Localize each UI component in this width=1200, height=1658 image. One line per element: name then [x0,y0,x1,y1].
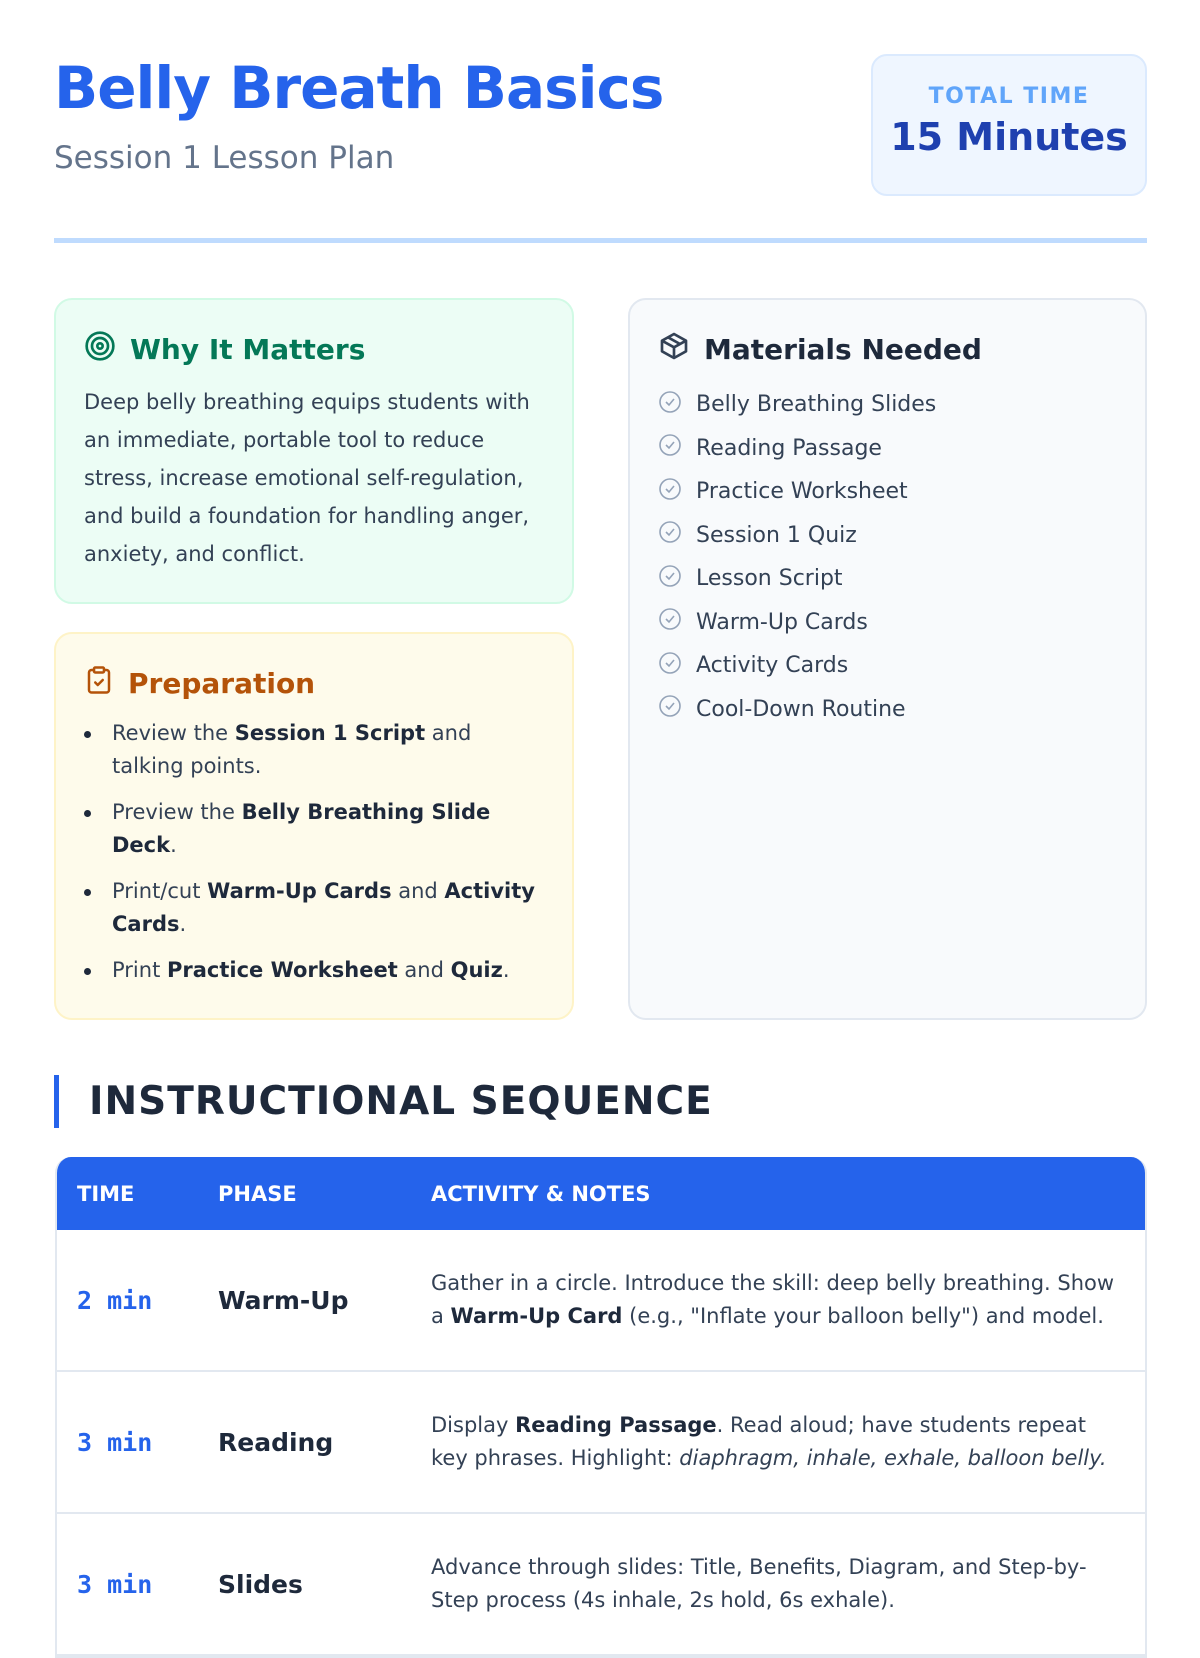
row-phase: Slides [218,1569,303,1599]
material-item: Lesson Script [658,557,1117,601]
clipboard-check-icon [84,664,114,703]
prep-item: Print Practice Worksheet and Quiz. [84,954,544,987]
bold-text: Practice Worksheet [166,958,398,982]
material-label: Activity Cards [696,653,849,679]
text-run: . [179,912,187,936]
page-header: Belly Breath Basics Session 1 Lesson Pla… [54,50,664,176]
why-body: Deep belly breathing equips students wit… [84,390,530,566]
material-label: Cool-Down Routine [696,696,906,722]
page-subtitle: Session 1 Lesson Plan [54,140,395,176]
package-icon [658,330,690,369]
table-row: 3 min Reading Display Reading Passage. Rea… [57,1372,1145,1514]
material-label: Warm-Up Cards [696,609,868,635]
material-label: Session 1 Quiz [696,522,857,548]
prep-item: Preview the Belly Breathing Slide Deck. [84,796,544,862]
materials-title: Materials Needed [704,333,982,366]
total-time-value: 15 Minutes [890,115,1128,159]
check-circle-icon [658,520,682,550]
text-run: Gather in a circle. Introduce the skill:… [431,1271,1115,1328]
header-phase: PHASE [218,1181,297,1206]
check-circle-icon [658,651,682,681]
text-run: Preview the [112,800,242,824]
text-run: Print [112,958,167,982]
material-label: Practice Worksheet [696,479,908,505]
row-time: 2 min [77,1285,153,1315]
table-row: 3 min Slides Advance through slides: Title… [57,1514,1145,1656]
text-run: Print/cut [112,879,208,903]
bold-text: Warm-Up Card [450,1304,623,1328]
italic-text: diaphragm, inhale, exhale, balloon belly… [679,1446,1107,1470]
row-notes: Display Reading Passage. Read aloud; hav… [431,1409,1145,1475]
material-item: Belly Breathing Slides [658,383,1117,427]
text-run: and [397,958,451,982]
material-item: Practice Worksheet [658,470,1117,514]
bold-text: Belly Breathing Slide Deck [112,800,491,857]
text-run: and talking points. [112,721,472,778]
material-label: Belly Breathing Slides [696,392,937,418]
material-label: Lesson Script [696,566,843,592]
bold-text: Reading Passage [515,1413,717,1437]
material-item: Session 1 Quiz [658,514,1117,558]
text-run: Display [431,1413,516,1437]
text-run: (e.g., "Inflate your balloon belly") and… [622,1304,1104,1328]
total-time-badge: TOTAL TIME 15 Minutes [871,54,1147,196]
preparation-card: Preparation Review the Session 1 Script … [54,632,574,1020]
check-circle-icon [658,433,682,463]
header-activity: ACTIVITY & NOTES [431,1181,651,1206]
row-time: 3 min [77,1569,153,1599]
bold-text: Warm-Up Cards [207,879,392,903]
target-icon [84,330,116,369]
row-phase: Reading [218,1427,334,1457]
prep-item: Print/cut Warm-Up Cards and Activity Car… [84,875,544,941]
table-header: TIME PHASE ACTIVITY & NOTES [57,1157,1145,1230]
check-circle-icon [658,694,682,724]
header-time: TIME [77,1181,135,1206]
why-title: Why It Matters [130,333,366,366]
bold-text: Quiz [450,958,503,982]
header-divider [54,238,1147,243]
text-run: and [391,879,445,903]
prep-item: Review the Session 1 Script and talking … [84,717,544,783]
check-circle-icon [658,564,682,594]
row-phase: Warm-Up [218,1285,349,1315]
check-circle-icon [658,607,682,637]
bold-text: Session 1 Script [234,721,426,745]
material-item: Reading Passage [658,427,1117,471]
page-title: Belly Breath Basics [54,54,664,122]
check-circle-icon [658,477,682,507]
material-item: Warm-Up Cards [658,601,1117,645]
text-run: . Read aloud; have students repeat key p… [431,1413,1086,1470]
table-row: 2 min Warm-Up Gather in a circle. Introduc… [57,1230,1145,1372]
text-run: . [502,958,510,982]
material-label: Reading Passage [696,435,882,461]
text-run: . [170,833,177,857]
text-run: Advance through slides: Title, Benefits,… [431,1555,1087,1612]
why-it-matters-card: Why It Matters Deep belly breathing equi… [54,298,574,604]
prep-title: Preparation [128,667,316,700]
row-time: 3 min [77,1427,153,1457]
material-item: Cool-Down Routine [658,688,1117,732]
total-time-label: TOTAL TIME [928,84,1090,109]
row-notes: Gather in a circle. Introduce the skill:… [431,1267,1145,1333]
row-notes: Advance through slides: Title, Benefits,… [431,1551,1145,1617]
bold-text: Activity Cards [112,879,535,936]
section-heading: INSTRUCTIONAL SEQUENCE [54,1075,713,1128]
material-item: Activity Cards [658,644,1117,688]
check-circle-icon [658,390,682,420]
prep-list: Review the Session 1 Script and talking … [84,717,544,987]
text-run: Review the [112,721,235,745]
